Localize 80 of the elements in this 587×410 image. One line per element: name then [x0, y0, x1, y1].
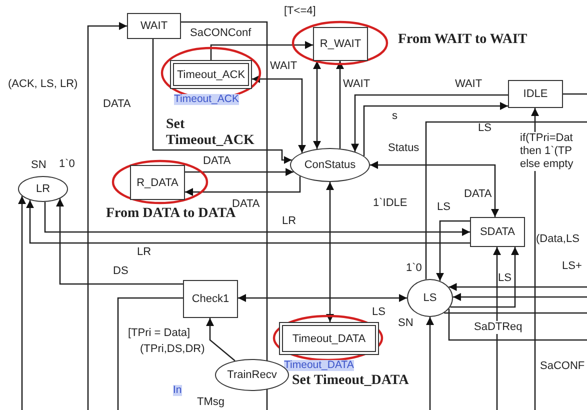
arc-label: WAIT — [455, 78, 482, 91]
guard-label: [TPri = Data] — [128, 327, 190, 339]
arc-label: LS — [498, 272, 512, 285]
node-label: R_WAIT — [320, 38, 362, 50]
arc-arrow — [26, 200, 470, 244]
node-label: LR — [36, 183, 50, 195]
arc-label: LS — [478, 122, 492, 135]
arc-label: if(TPri=Dat — [520, 132, 573, 145]
arc-label: (ACK, LS, LR) — [8, 78, 78, 91]
transition-box — [130, 165, 185, 200]
color-set-label: SN — [31, 159, 46, 171]
arc-label: Status — [388, 142, 420, 155]
arc-label: LS — [437, 201, 450, 214]
arc-arrow — [313, 61, 321, 149]
transition-box — [313, 27, 368, 61]
arc-arrow — [87, 22, 127, 410]
arc-arrow — [185, 168, 294, 176]
arc-label: WAIT — [270, 60, 298, 73]
arc-arrow — [370, 161, 499, 217]
arc-arrow — [436, 220, 470, 281]
arc-label: TMsg — [197, 396, 224, 409]
arc-label: s — [392, 110, 398, 123]
node-label: LS — [423, 292, 437, 304]
transition-box — [470, 217, 525, 247]
annotation-text: From WAIT to WAIT — [398, 32, 528, 48]
color-set-label: SN — [398, 317, 414, 329]
annotation-text: Set Timeout_DATA — [292, 373, 409, 389]
arc-arrow — [448, 283, 587, 291]
arc-arrow — [351, 94, 508, 152]
node-label: Check1 — [192, 293, 230, 305]
arc-label: [T<=4] — [284, 5, 316, 18]
arc-label: (Data,LS — [536, 233, 580, 246]
arc-label: SaCONF — [540, 360, 585, 373]
arc-label: else empty — [520, 158, 574, 171]
annotation-text: Set Timeout_ACK — [166, 117, 256, 149]
arc-arrow — [326, 182, 334, 322]
marking-label: 1`0 — [59, 158, 75, 170]
arc-label: LS — [372, 306, 386, 319]
arc-arrow — [56, 198, 183, 285]
arc-label: DATA — [464, 188, 492, 201]
arc-arrow — [252, 75, 306, 153]
arc-label: LS+ — [562, 260, 582, 273]
arc-label: SaDTReq — [474, 321, 522, 334]
arc-label: DATA — [103, 98, 131, 111]
marking-label: 1`0 — [406, 262, 422, 274]
arc-arrow — [18, 196, 26, 410]
arc-arrow — [452, 293, 587, 301]
port-tag: In — [173, 385, 182, 396]
node-label: TrainRecv — [227, 369, 277, 381]
arc-arrow — [238, 294, 407, 302]
node-label: SDATA — [480, 226, 516, 238]
arc-arrow — [185, 176, 301, 196]
arc-arrow — [210, 41, 313, 60]
arc-arrow — [493, 247, 501, 410]
arc-arrow — [206, 318, 236, 362]
arc-label: DS — [113, 265, 128, 278]
arc-arrow — [44, 202, 470, 236]
arc-arrow — [426, 317, 434, 410]
arc-label: WAIT — [343, 78, 370, 91]
node-label: ConStatus — [304, 159, 356, 171]
node-label: Timeout_ACK — [176, 68, 246, 80]
arc-label: LR — [282, 215, 296, 228]
arc-arrow — [450, 247, 519, 308]
node-label: R_DATA — [136, 176, 178, 188]
arc-arrow — [336, 61, 344, 149]
arc-arrow — [152, 39, 292, 164]
node-label: IDLE — [523, 88, 548, 100]
transition-box — [508, 80, 563, 108]
node-label: WAIT — [140, 20, 168, 32]
port-tag: Timeout_DATA — [284, 360, 354, 371]
port-tag: Timeout_ACK — [174, 94, 239, 105]
arc-arrow — [363, 102, 508, 156]
arc-label: DATA — [203, 155, 231, 168]
arc-label: (TPri,DS,DR) — [140, 343, 205, 356]
arc-label: then 1`(TP — [520, 145, 572, 158]
marking-label: 1`IDLE — [373, 197, 408, 209]
arc-label: LR — [137, 246, 152, 259]
arc-label: SaCONConf — [190, 27, 252, 40]
transition-box — [127, 13, 181, 39]
node-label: Timeout_DATA — [292, 332, 366, 344]
